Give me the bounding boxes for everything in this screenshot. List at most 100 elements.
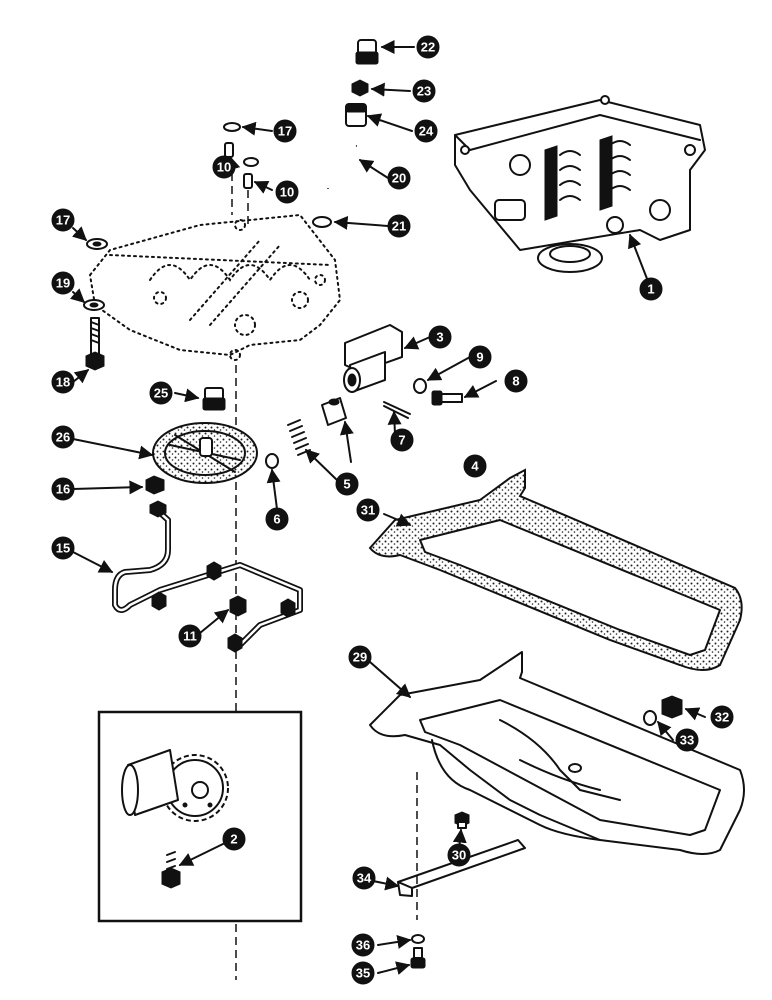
callout-34: 34 bbox=[352, 866, 376, 890]
callout-bubble bbox=[414, 119, 438, 143]
callout-number: 29 bbox=[353, 650, 367, 665]
fitting-25 bbox=[202, 387, 226, 411]
callout-10: 10 bbox=[275, 180, 299, 204]
callout-1: 1 bbox=[639, 277, 663, 301]
callout-11: 11 bbox=[178, 624, 202, 648]
callout-36: 36 bbox=[351, 933, 375, 957]
callout-bubble bbox=[335, 472, 359, 496]
callout-32: 32 bbox=[710, 705, 734, 729]
callout-24: 24 bbox=[414, 119, 438, 143]
callout-2: 2 bbox=[222, 827, 246, 851]
callout-29: 29 bbox=[348, 645, 372, 669]
callout-17: 17 bbox=[273, 119, 297, 143]
oil-tube-15 bbox=[112, 500, 303, 653]
callout-bubble bbox=[387, 166, 411, 190]
callout-bubble bbox=[352, 866, 376, 890]
callout-bubble bbox=[468, 345, 492, 369]
callout-number: 9 bbox=[476, 350, 483, 365]
callout-number: 10 bbox=[217, 160, 231, 175]
callout-number: 16 bbox=[56, 482, 70, 497]
washer-33 bbox=[643, 710, 657, 726]
callout-6: 6 bbox=[265, 507, 289, 531]
callout-bubble bbox=[428, 325, 452, 349]
plug-32 bbox=[661, 695, 683, 719]
oil-pan-gasket-31 bbox=[368, 468, 743, 671]
oil-screen-26 bbox=[152, 422, 258, 484]
callout-bubble bbox=[447, 843, 471, 867]
callout-bubble bbox=[51, 477, 75, 501]
plug-30 bbox=[454, 811, 470, 829]
connector-11 bbox=[229, 595, 247, 617]
callout-number: 10 bbox=[280, 185, 294, 200]
washer-6 bbox=[265, 453, 279, 469]
callout-number: 7 bbox=[398, 433, 405, 448]
washer-17-left bbox=[86, 238, 108, 250]
callout-number: 25 bbox=[154, 386, 168, 401]
callout-number: 19 bbox=[56, 276, 70, 291]
callout-bubble bbox=[212, 155, 236, 179]
callout-22: 22 bbox=[416, 35, 440, 59]
callout-15: 15 bbox=[51, 536, 75, 560]
callout-number: 15 bbox=[56, 541, 70, 556]
callout-number: 35 bbox=[356, 966, 370, 981]
plunger-4 bbox=[321, 397, 347, 426]
callout-number: 30 bbox=[452, 848, 466, 863]
callout-31: 31 bbox=[356, 498, 380, 522]
callout-number: 4 bbox=[471, 459, 479, 474]
callout-bubble bbox=[149, 381, 173, 405]
callout-bubble bbox=[351, 933, 375, 957]
callout-4: 4 bbox=[463, 454, 487, 478]
callout-bubble bbox=[351, 961, 375, 985]
callout-33: 33 bbox=[675, 728, 699, 752]
elbow-tube-20 bbox=[325, 143, 357, 189]
washer-17-right bbox=[243, 157, 259, 167]
callout-8: 8 bbox=[504, 369, 528, 393]
callout-17: 17 bbox=[51, 208, 75, 232]
callout-20: 20 bbox=[387, 166, 411, 190]
relief-valve-body-3 bbox=[343, 324, 403, 393]
callout-number: 1 bbox=[647, 282, 654, 297]
callout-16: 16 bbox=[51, 477, 75, 501]
nut-16 bbox=[145, 475, 165, 495]
callout-bubble bbox=[390, 428, 414, 452]
callout-bubble bbox=[51, 271, 75, 295]
callout-bubble bbox=[348, 645, 372, 669]
callout-number: 24 bbox=[419, 124, 434, 139]
callout-number: 5 bbox=[343, 477, 350, 492]
callout-bubble bbox=[275, 180, 299, 204]
callout-23: 23 bbox=[412, 79, 436, 103]
callout-bubble bbox=[51, 425, 75, 449]
o-ring-21 bbox=[312, 216, 332, 228]
callout-number: 23 bbox=[417, 84, 431, 99]
washer-19 bbox=[83, 299, 105, 311]
callout-bubble bbox=[387, 214, 411, 238]
callout-number: 11 bbox=[183, 629, 197, 644]
nut-23 bbox=[351, 79, 369, 97]
callout-bubble bbox=[178, 624, 202, 648]
washer-36 bbox=[411, 934, 425, 944]
callout-number: 33 bbox=[680, 733, 694, 748]
callout-18: 18 bbox=[51, 370, 75, 394]
washer-17-top bbox=[223, 122, 241, 132]
callout-bubble bbox=[710, 705, 734, 729]
callout-number: 17 bbox=[278, 124, 292, 139]
bolt-8 bbox=[431, 390, 463, 406]
callout-bubble bbox=[412, 79, 436, 103]
detail-inset-box bbox=[97, 710, 303, 923]
callout-bubble bbox=[51, 536, 75, 560]
callout-5: 5 bbox=[335, 472, 359, 496]
callout-3: 3 bbox=[428, 325, 452, 349]
callout-25: 25 bbox=[149, 381, 173, 405]
fitting-22 bbox=[355, 39, 379, 65]
callout-number: 8 bbox=[512, 374, 519, 389]
callout-number: 22 bbox=[421, 40, 435, 55]
callout-35: 35 bbox=[351, 961, 375, 985]
callout-number: 6 bbox=[273, 512, 280, 527]
oil-pump-assembly bbox=[454, 95, 706, 273]
bolt-35 bbox=[410, 947, 426, 969]
callout-bubble bbox=[356, 498, 380, 522]
callout-10: 10 bbox=[212, 155, 236, 179]
callout-bubble bbox=[675, 728, 699, 752]
callout-number: 21 bbox=[392, 219, 406, 234]
